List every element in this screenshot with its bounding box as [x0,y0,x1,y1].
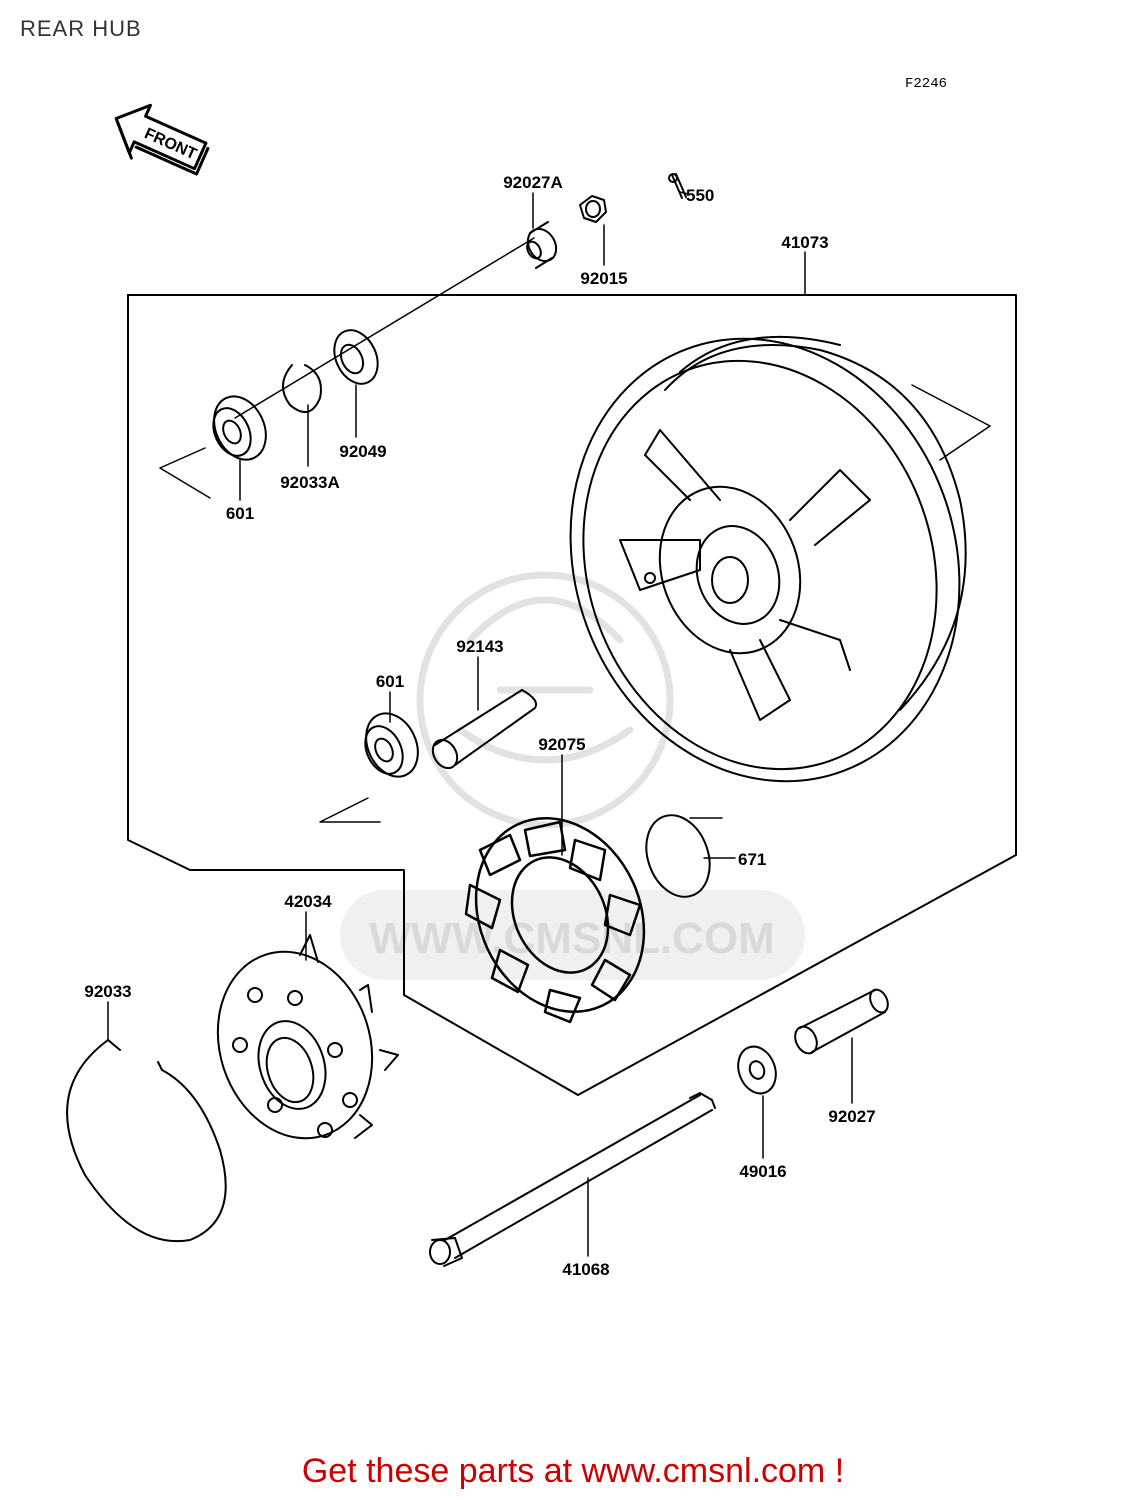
front-arrow: FRONT [114,103,210,176]
label-41073: 41073 [781,233,828,252]
rear-wheel-41073 [569,335,967,783]
part-labels: 92027A 550 41073 92015 92049 92033A 601 … [84,173,875,1279]
damper-92075 [464,817,646,1024]
circlip-92033A [282,364,322,413]
label-41068: 41068 [562,1260,609,1279]
watermark-text: WWW.CMSNL.COM [369,914,775,963]
label-601-upper: 601 [226,504,254,523]
label-550: 550 [686,186,714,205]
label-92143: 92143 [456,637,503,656]
label-601-lower: 601 [376,672,404,691]
label-92075: 92075 [538,735,585,754]
collar-92027 [794,988,889,1055]
bearing-601-lower [364,712,419,778]
cotter-pin-550 [668,173,687,199]
drawing-code: F2246 [905,76,947,92]
label-92033A: 92033A [280,473,340,492]
washer-49016 [737,1045,777,1095]
sleeve-92143 [431,689,538,770]
label-92015: 92015 [580,269,627,288]
axle-41068 [429,1092,716,1267]
label-49016: 49016 [739,1162,786,1181]
hub-flange-42034 [216,934,399,1140]
cta-link[interactable]: Get these parts at www.cmsnl.com ! [301,1452,845,1490]
watermark: WWW.CMSNL.COM [340,571,805,980]
label-92049: 92049 [339,442,386,461]
label-42034: 42034 [284,892,332,911]
label-671: 671 [738,850,766,869]
label-92027A: 92027A [503,173,563,192]
page-title: REAR HUB [20,16,142,41]
o-ring-671 [645,814,711,898]
nut-92015 [579,195,607,223]
circlip-92033 [66,1039,227,1243]
label-92027: 92027 [828,1107,875,1126]
bearing-601-upper [212,395,267,461]
collar-92027A [526,221,558,269]
assembly-frame [127,294,1017,1096]
label-92033: 92033 [84,982,131,1001]
seal-92049 [333,329,379,385]
leader-lines [107,191,853,1257]
